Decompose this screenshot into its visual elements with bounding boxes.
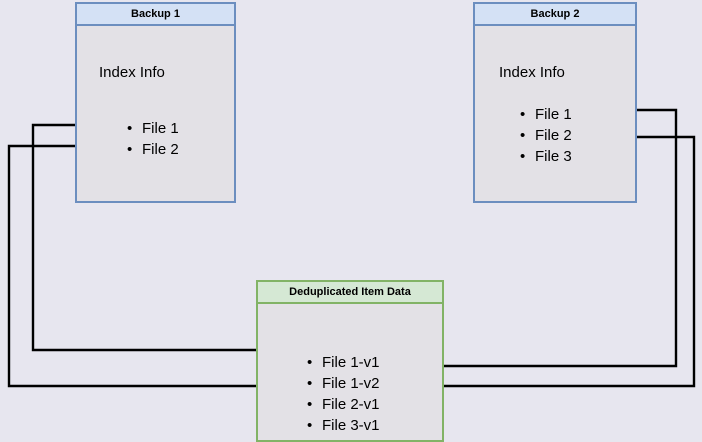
- node-dedup-body: File 1-v1 File 1-v2 File 2-v1 File 3-v1: [258, 304, 442, 440]
- backup-1-file-list: File 1 File 2: [127, 118, 179, 160]
- list-item: File 1-v2: [307, 373, 380, 394]
- backup-2-file-list: File 1 File 2 File 3: [520, 104, 572, 167]
- node-backup-2-header: Backup 2: [475, 4, 635, 26]
- node-backup-1[interactable]: Backup 1 Index Info File 1 File 2: [75, 2, 236, 203]
- list-item: File 1: [520, 104, 572, 125]
- list-item: File 2: [127, 139, 179, 160]
- dedup-file-list: File 1-v1 File 1-v2 File 2-v1 File 3-v1: [307, 352, 380, 436]
- list-item: File 3-v1: [307, 415, 380, 436]
- node-dedup-header: Deduplicated Item Data: [258, 282, 442, 304]
- list-item: File 1-v1: [307, 352, 380, 373]
- backup-1-index-info-label: Index Info: [99, 64, 165, 81]
- node-backup-2-body: Index Info File 1 File 2 File 3: [475, 26, 635, 201]
- node-backup-1-body: Index Info File 1 File 2: [77, 26, 234, 201]
- node-backup-2[interactable]: Backup 2 Index Info File 1 File 2 File 3: [473, 2, 637, 203]
- node-backup-1-header: Backup 1: [77, 4, 234, 26]
- list-item: File 1: [127, 118, 179, 139]
- node-deduplicated-item-data[interactable]: Deduplicated Item Data File 1-v1 File 1-…: [256, 280, 444, 442]
- list-item: File 3: [520, 146, 572, 167]
- list-item: File 2: [520, 125, 572, 146]
- list-item: File 2-v1: [307, 394, 380, 415]
- backup-2-index-info-label: Index Info: [499, 64, 565, 81]
